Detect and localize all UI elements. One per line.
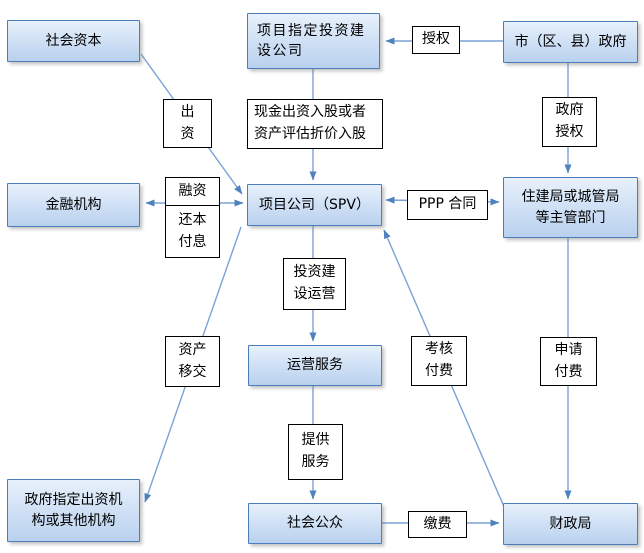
edge-label-provide-service: 提供 服务 <box>288 424 343 480</box>
node-financial-institution: 金融机构 <box>7 183 140 227</box>
edge-label-authorize: 授权 <box>412 26 460 54</box>
edge-label-asset-transfer: 资产 移交 <box>165 336 220 387</box>
edge-label-pay-fee: 缴费 <box>408 511 467 538</box>
edge-label-assessment-payment: 考核 付费 <box>411 336 467 386</box>
node-designated-investment-company: 项目指定投资建 设公司 <box>247 13 380 69</box>
node-project-company-spv: 项目公司（SPV） <box>247 184 382 226</box>
node-gov-designated-institution: 政府指定出资机 构或其他机构 <box>7 479 140 542</box>
edge-label-contribute: 出 资 <box>163 99 212 148</box>
node-housing-bureau: 住建局或城管局 等主管部门 <box>503 177 638 238</box>
edge-label-financing: 融资 <box>165 177 220 206</box>
edge-label-government-authorize: 政府 授权 <box>542 97 597 147</box>
edge-label-invest-build-operate: 投资建 设运营 <box>283 258 346 310</box>
edge-label-repay-principal-interest: 还本 付息 <box>165 205 220 258</box>
node-operation-service: 运营服务 <box>248 345 382 386</box>
node-social-public: 社会公众 <box>248 503 382 544</box>
edge-label-apply-payment: 申请 付费 <box>540 337 597 386</box>
edge-label-ppp-contract: PPP 合同 <box>407 190 488 220</box>
node-social-capital: 社会资本 <box>7 20 140 62</box>
node-city-government: 市（区、县）政府 <box>503 21 638 63</box>
edge-label-cash-or-asset-equity: 现金出资入股或者 资产评估折价入股 <box>247 99 383 149</box>
node-finance-bureau: 财政局 <box>503 503 638 545</box>
